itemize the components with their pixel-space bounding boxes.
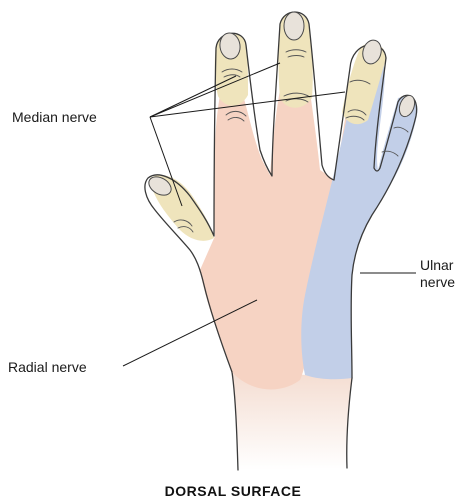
ulnar-nerve-label-line2: nerve bbox=[420, 274, 455, 290]
figure-caption: DORSAL SURFACE bbox=[165, 483, 302, 499]
median-nerve-label: Median nerve bbox=[12, 109, 97, 125]
nail-middle bbox=[284, 12, 304, 40]
radial-nerve-label: Radial nerve bbox=[8, 359, 87, 375]
ulnar-nerve-label: Ulnar bbox=[420, 257, 454, 273]
